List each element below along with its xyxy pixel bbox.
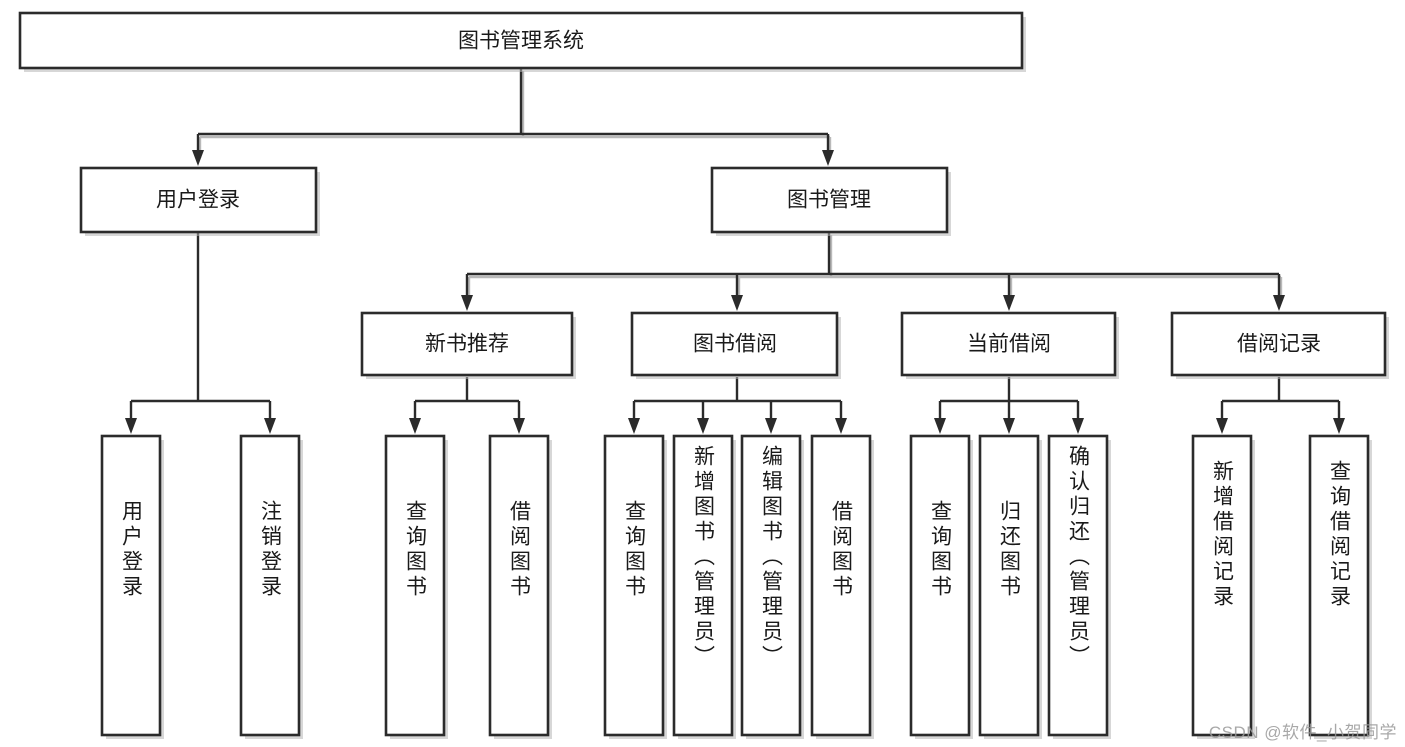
leaf-box-borrow-books-borrow[interactable] xyxy=(810,434,874,739)
leaf-box-return-books[interactable] xyxy=(978,434,1042,739)
node-root-label: 图书管理系统 xyxy=(458,30,584,53)
leaf-box-borrow-books-recommend[interactable] xyxy=(488,434,552,739)
leaf-box-query-books-borrow[interactable] xyxy=(603,434,667,739)
leaf-box-query-books-current[interactable] xyxy=(909,434,973,739)
node-root[interactable]: 图书管理系统 xyxy=(18,11,1026,72)
connector-borrow-to-leaves xyxy=(628,377,847,434)
leaf-box-add-book-admin[interactable] xyxy=(672,434,736,739)
node-new-book-recommend-label: 新书推荐 xyxy=(425,333,509,356)
connector-root-to-level2 xyxy=(192,68,834,166)
leaf-box-add-borrow-record[interactable] xyxy=(1191,434,1255,739)
csdn-watermark: CSDN @软件_小贺同学 xyxy=(1208,723,1397,742)
node-book-borrow-label: 图书借阅 xyxy=(693,333,777,356)
node-borrow-records[interactable]: 借阅记录 xyxy=(1170,311,1389,379)
leaf-box-user-login[interactable] xyxy=(100,434,164,739)
node-current-borrow[interactable]: 当前借阅 xyxy=(900,311,1119,379)
node-current-borrow-label: 当前借阅 xyxy=(967,333,1051,356)
node-book-management[interactable]: 图书管理 xyxy=(710,166,951,236)
connector-newbooks-to-leaves xyxy=(409,377,525,434)
node-user-login[interactable]: 用户登录 xyxy=(79,166,320,236)
connector-login-to-leaves xyxy=(125,232,276,434)
node-borrow-records-label: 借阅记录 xyxy=(1237,333,1321,356)
node-user-login-label: 用户登录 xyxy=(156,189,240,212)
leaf-box-logout[interactable] xyxy=(239,434,303,739)
connector-current-to-leaves xyxy=(934,377,1084,434)
connector-layer xyxy=(125,68,1345,434)
node-new-book-recommend[interactable]: 新书推荐 xyxy=(360,311,576,379)
node-book-borrow[interactable]: 图书借阅 xyxy=(630,311,841,379)
leaf-box-edit-book-admin[interactable] xyxy=(740,434,804,739)
leaf-box-query-borrow-record[interactable] xyxy=(1308,434,1372,739)
connector-records-to-leaves xyxy=(1216,377,1345,434)
leaf-box-confirm-return-admin[interactable] xyxy=(1047,434,1111,739)
node-book-management-label: 图书管理 xyxy=(787,189,871,212)
connector-books-to-level3 xyxy=(461,232,1285,311)
leaf-box-query-books-recommend[interactable] xyxy=(384,434,448,739)
